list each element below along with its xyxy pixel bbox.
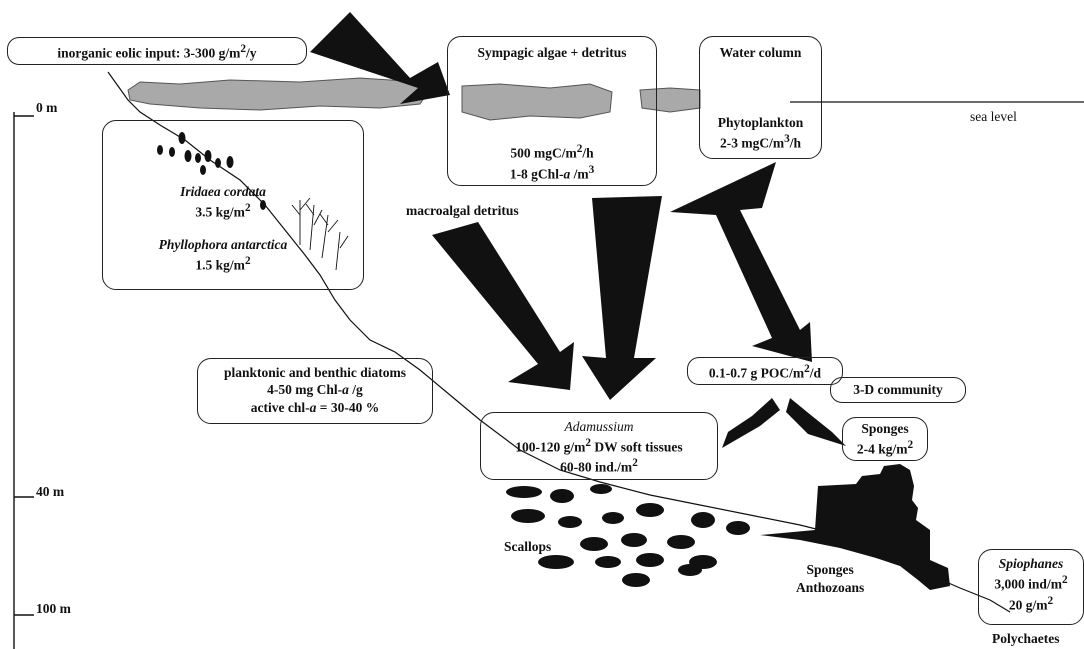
iridaea-name: Iridaea cordata [83,183,363,201]
diatoms-act-b: = 30-40 % [316,399,380,415]
phyllophora-name: Phyllophora antarctica [83,236,363,254]
spio-v2a: 20 g/m [1008,597,1048,613]
scallop-shells [506,484,750,587]
anthozoans-label: Anthozoans [796,580,865,596]
sympagic-v2i: a [563,166,571,182]
diatoms-box: planktonic and benthic diatoms 4-50 mg C… [197,358,433,424]
eolic-unit: /y [246,45,257,61]
sympagic-v2a: 1-8 gChl- [509,166,564,182]
sympagic-value-1: 500 mgC/m2/h [448,142,656,163]
phyto-va: 2-3 mgC/m [719,135,785,151]
phyllophora-branches [291,197,349,271]
sponges-box-title: Sponges [861,421,909,436]
depth-label-40: 40 m [36,484,65,499]
spio-v2sup: 2 [1047,594,1054,607]
sponges-anthozoans-silhouette [760,464,950,590]
spio-v1a: 3,000 ind/m [994,576,1062,592]
iridaea-italic: Iridaea cordata [180,184,266,199]
eolic-sup: 2 [240,43,247,55]
water-column-title: Water column [719,45,802,60]
diatoms-act-a: active chl- [250,399,310,415]
arrow-water-column [670,162,812,362]
adamussium-density: 60-80 ind./m2 [481,456,717,476]
adamussium-v1sup: 2 [585,436,592,449]
diatoms-active: active chl-a = 30-40 % [198,399,432,416]
diatoms-chl-a: 4-50 mg Chl- [267,382,343,398]
adamussium-v1a: 100-120 g/m [515,439,586,455]
macroalgae-box: Iridaea cordata 3.5 kg/m2 Phyllophora an… [102,120,364,290]
phytoplankton-value: 2-3 mgC/m3/h [700,132,821,153]
arrow-eolic-to-sympagic [310,12,450,104]
adamussium-italic: Adamussium [564,419,634,434]
community-label: 3-D community [853,382,943,397]
iridaea-biomass: 3.5 kg/m2 [83,201,363,222]
water-column-box: Water column Phytoplankton 2-3 mgC/m3/h [699,36,822,159]
sea-ice-floe-3 [639,87,701,113]
eolic-input-box: inorganic eolic input: 3-300 g/m2/y [7,37,307,65]
sea-ice-floe-2 [461,83,613,121]
diatoms-chl-b: /g [348,382,363,398]
spiophanes-title: Spiophanes [979,555,1083,573]
sponges-label: Sponges [806,562,854,577]
depth-label-0: 0 m [36,100,58,115]
phytoplankton-label: Phytoplankton [717,115,804,131]
adamussium-box: Adamussium 100-120 g/m2 DW soft tissues … [480,412,718,480]
spiophanes-box: Spiophanes 3,000 ind/m2 20 g/m2 [978,549,1084,625]
adamussium-biomass: 100-120 g/m2 DW soft tissues [481,436,717,456]
sea-ice-floe-1 [127,77,429,111]
sympagic-value-2: 1-8 gChl-a /m3 [448,163,656,184]
spio-v1sup: 2 [1061,574,1068,587]
diatoms-chl: 4-50 mg Chl-a /g [198,381,432,398]
iridaea-v: 3.5 kg/m [195,204,245,220]
scallops-label: Scallops [504,539,552,554]
spiophanes-biomass: 20 g/m2 [979,594,1083,615]
depth-label-100: 100 m [36,601,71,616]
phyllophora-biomass: 1.5 kg/m2 [83,254,363,275]
eolic-input-label: inorganic eolic input: 3-300 g/m [57,45,241,61]
polychaetes-label: Polychaetes [992,631,1060,646]
adamussium-v2a: 60-80 ind./m [560,459,633,475]
macroalgal-detritus-label: macroalgal detritus [406,203,519,218]
sponges-v: 2-4 kg/m [856,441,908,457]
adamussium-v1b: DW soft tissues [591,439,683,455]
adamussium-v2sup: 2 [632,456,638,469]
spiophanes-italic: Spiophanes [998,556,1064,571]
sponges-box: Sponges 2-4 kg/m2 [842,417,928,461]
iridaea-sup: 2 [244,202,251,215]
adamussium-title: Adamussium [481,418,717,436]
sympagic-v1sup: 2 [576,143,583,156]
arrow-macroalgal-detritus [432,222,574,390]
diatoms-title: planktonic and benthic diatoms [224,365,406,380]
sponges-box-biomass: 2-4 kg/m2 [843,438,927,458]
phyto-vb: /h [789,135,801,151]
poc-a: 0.1-0.7 g POC/m [708,365,805,381]
sympagic-v1a: 500 mgC/m [510,145,577,161]
phyto-vsup: 3 [784,133,790,146]
sympagic-v2b: /m [570,166,589,182]
community-box: 3-D community [830,377,966,403]
sympagic-v1b: /h [582,145,594,161]
arrow-3d-community-left [722,398,780,448]
sympagic-box: Sympagic algae + detritus 500 mgC/m2/h 1… [447,36,657,186]
diatoms-act-i: a [309,399,317,415]
phyllophora-v: 1.5 kg/m [195,257,245,273]
diatoms-chl-i: a [342,382,349,398]
spiophanes-density: 3,000 ind/m2 [979,573,1083,594]
sympagic-v2sup: 3 [588,163,595,176]
poc-b: /d [809,365,822,381]
sympagic-title: Sympagic algae + detritus [477,45,627,60]
sponges-anthozoans-label: Sponges Anthozoans [796,561,864,597]
arrow-sympagic-down [582,196,662,400]
poc-sup: 2 [804,363,810,375]
poc-box: 0.1-0.7 g POC/m2/d [687,357,843,385]
arrow-3d-community-right [786,398,846,446]
iridaea-thalli [157,132,266,210]
phyllophora-sup: 2 [244,255,251,268]
phyllophora-italic: Phyllophora antarctica [158,236,288,252]
sea-level-label: sea level [970,109,1017,124]
sponges-sup: 2 [907,438,914,451]
